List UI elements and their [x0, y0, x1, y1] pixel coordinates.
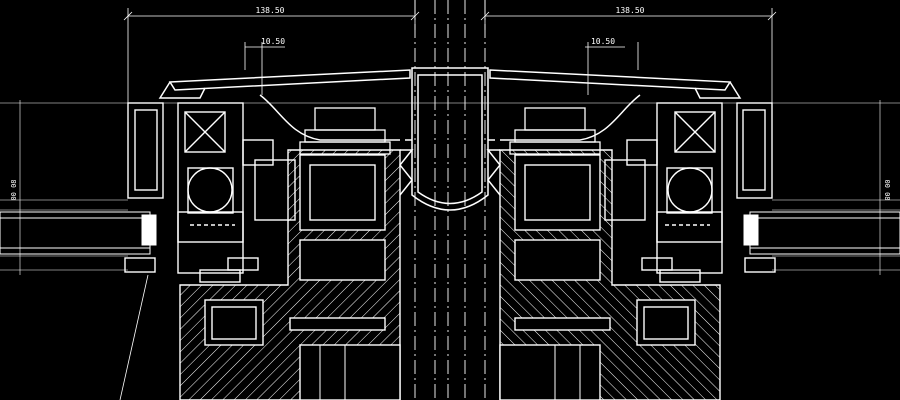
leader-line [119, 274, 149, 400]
center-axis-lines [414, 0, 486, 400]
cover-cap [158, 69, 742, 141]
dim-vertical-left: 00 08 [10, 179, 18, 200]
left-mullion-body [179, 149, 401, 400]
right-mullion-body [499, 149, 721, 400]
lower-inner-lines [319, 345, 581, 400]
top-dimension-lines [123, 0, 777, 110]
dim-detail-right: 10.50 [591, 37, 615, 46]
dim-detail-left: 10.50 [261, 37, 285, 46]
bolts [299, 107, 601, 155]
dim-overall-right: 138.50 [616, 6, 645, 15]
right-frame-profile [604, 102, 776, 283]
left-frame-profile [124, 102, 296, 283]
glazing-panels [0, 211, 900, 255]
dim-vertical-right: 00 08 [883, 179, 891, 200]
dim-overall-left: 138.50 [256, 6, 285, 15]
